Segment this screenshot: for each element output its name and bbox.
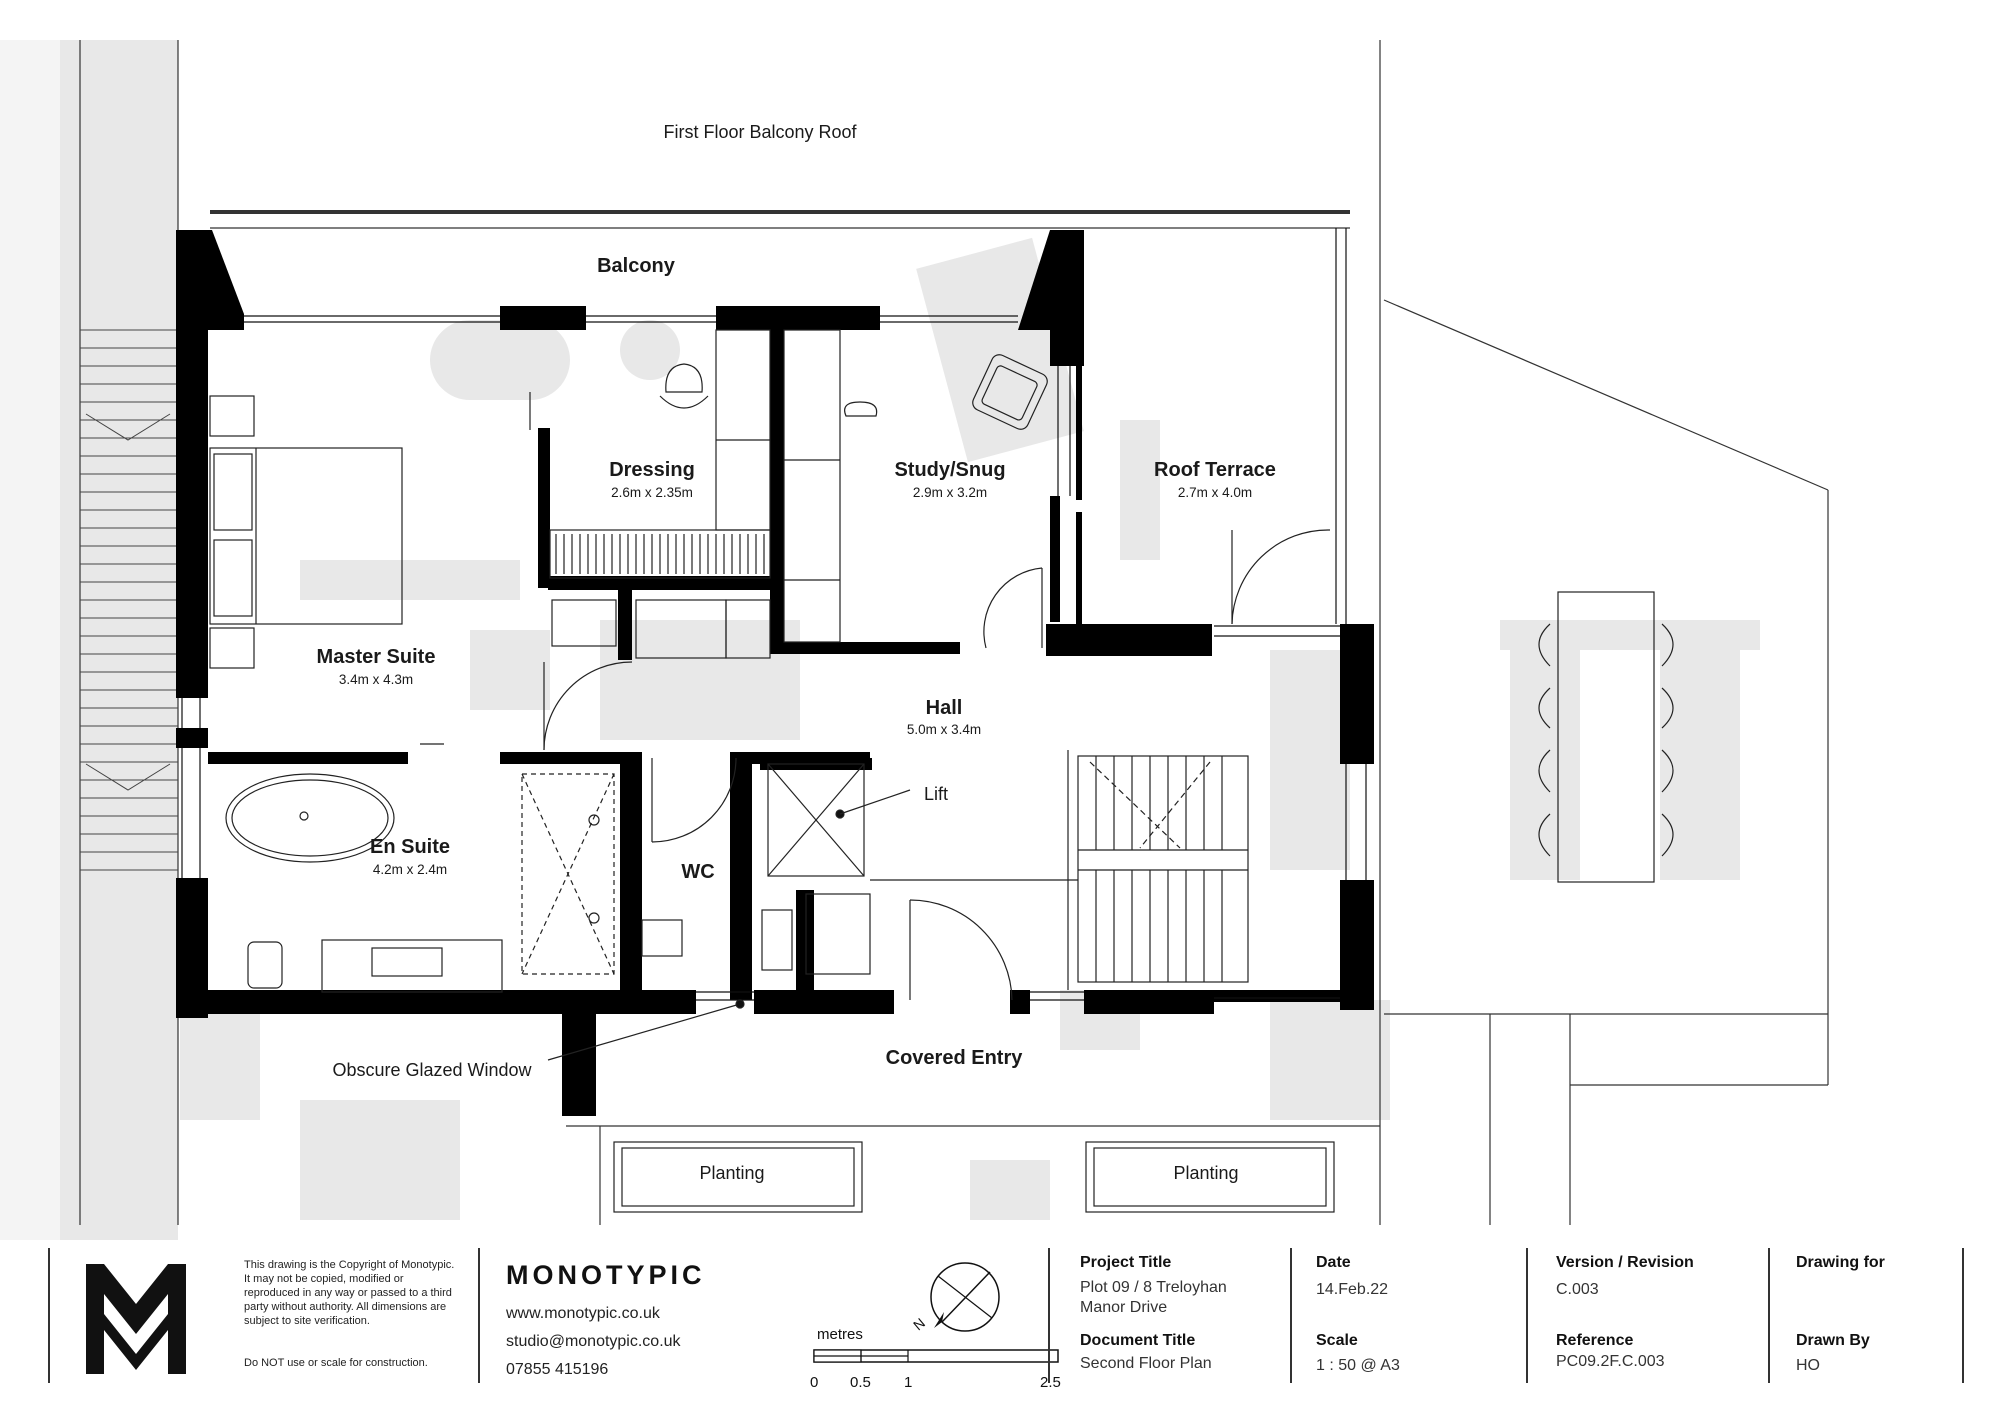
planting-right-label: Planting xyxy=(1173,1163,1238,1183)
drawing-for-value xyxy=(1796,1280,1956,1300)
date-value: 14.Feb.22 xyxy=(1316,1281,1389,1298)
phone-number: 07855 415196 xyxy=(506,1361,609,1378)
copyright-notice: This drawing is the Copyright of Monotyp… xyxy=(244,1259,455,1327)
first-floor-balcony-roof-label: First Floor Balcony Roof xyxy=(663,122,857,142)
reference-label: Reference xyxy=(1556,1332,1634,1349)
dressing-label: Dressing xyxy=(609,459,695,481)
windows xyxy=(181,228,1367,1001)
window-leader xyxy=(547,999,745,1061)
scale-value: 1 : 50 @ A3 xyxy=(1316,1357,1400,1374)
master-suite-label: Master Suite xyxy=(317,646,436,668)
document-title-label: Document Title xyxy=(1080,1332,1196,1349)
balcony-label: Balcony xyxy=(597,255,676,277)
scale-bar xyxy=(813,1349,1059,1363)
scale-tick-2-5: 2.5 xyxy=(1040,1374,1061,1391)
scale-label: Scale xyxy=(1316,1332,1358,1349)
drawing-for-label: Drawing for xyxy=(1796,1254,1885,1271)
roof-terrace-label: Roof Terrace xyxy=(1154,459,1276,481)
external-stair xyxy=(80,329,178,871)
obscure-glazed-window-label: Obscure Glazed Window xyxy=(332,1060,532,1080)
drawn-by-value: HO xyxy=(1796,1357,1820,1374)
scale-tick-0: 0 xyxy=(810,1374,819,1391)
hall-label: Hall xyxy=(926,697,963,719)
monotypic-logo xyxy=(86,1264,186,1374)
title-block: This drawing is the Copyright of Monotyp… xyxy=(0,1240,2000,1414)
planting-left-label: Planting xyxy=(699,1163,764,1183)
date-label: Date xyxy=(1316,1254,1351,1271)
lift-label: Lift xyxy=(924,784,948,804)
brand-name: MONOTYPIC xyxy=(506,1260,706,1290)
covered-entry-label: Covered Entry xyxy=(886,1047,1024,1069)
drawn-by-label: Drawn By xyxy=(1796,1332,1870,1349)
study-label: Study/Snug xyxy=(894,459,1005,481)
reference-value: PC09.2F.C.003 xyxy=(1556,1353,1665,1370)
floor-plan: First Floor Balcony Roof Balcony Dressin… xyxy=(0,40,1829,1240)
document-title: Second Floor Plan xyxy=(1080,1355,1212,1372)
dressing-dims: 2.6m x 2.35m xyxy=(611,485,693,500)
scale-tick-1: 1 xyxy=(904,1374,913,1391)
project-title-label: Project Title xyxy=(1080,1254,1172,1271)
wc-label: WC xyxy=(681,861,714,883)
ensuite-label: En Suite xyxy=(370,836,450,858)
ensuite-dims: 4.2m x 2.4m xyxy=(373,862,447,877)
north-arrow-icon xyxy=(930,1262,1000,1332)
email-link[interactable]: studio@monotypic.co.uk xyxy=(506,1333,681,1350)
hall-dims: 5.0m x 3.4m xyxy=(907,722,981,737)
version-value: C.003 xyxy=(1556,1281,1599,1298)
scale-tick-0-5: 0.5 xyxy=(850,1374,871,1391)
roof-terrace-dims: 2.7m x 4.0m xyxy=(1178,485,1252,500)
do-not-scale-notice: Do NOT use or scale for construction. xyxy=(244,1357,428,1369)
shadow-shapes xyxy=(0,40,1760,1240)
version-label: Version / Revision xyxy=(1556,1254,1694,1271)
furniture xyxy=(209,329,1674,1213)
project-title: Plot 09 / 8 Treloyhan Manor Drive xyxy=(1080,1279,1227,1316)
website-link[interactable]: www.monotypic.co.uk xyxy=(506,1305,660,1322)
study-dims: 2.9m x 3.2m xyxy=(913,485,987,500)
scale-bar-unit: metres xyxy=(817,1326,863,1343)
master-suite-dims: 3.4m x 4.3m xyxy=(339,672,413,687)
